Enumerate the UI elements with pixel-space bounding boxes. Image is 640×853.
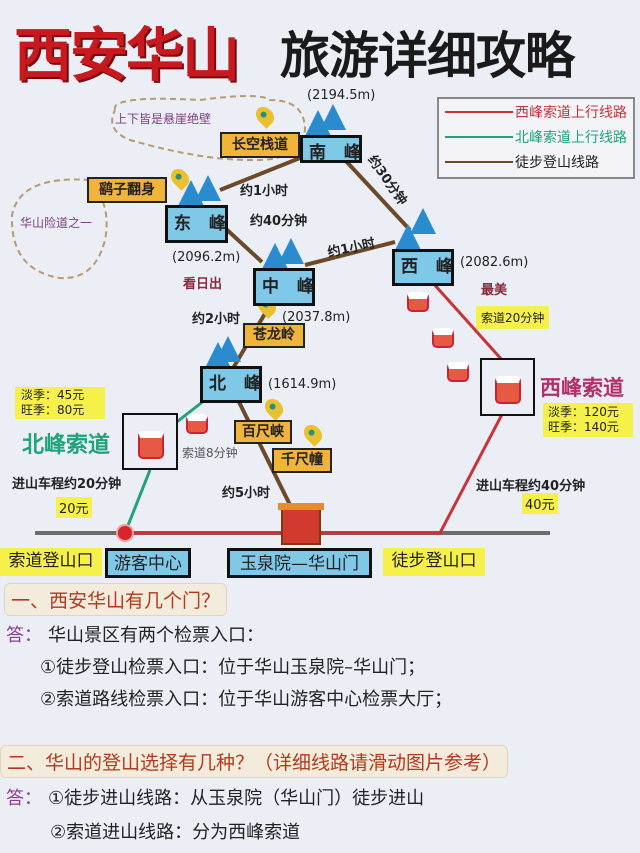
west-cable-price: 淡季：120元旺季：140元 (543, 403, 633, 437)
spot-changkong[interactable]: 长空栈道 (220, 132, 300, 158)
cable-car-icon (432, 328, 454, 348)
cable-car-icon (407, 292, 429, 312)
cable-car-icon (186, 414, 208, 434)
legend-item-hike: 徒步登山线路 (439, 149, 633, 174)
mountain-icon (278, 238, 304, 264)
peak-middle-altitude: (2037.8m) (282, 310, 351, 325)
peak-south-altitude: (2194.5m) (307, 88, 376, 103)
peak-middle[interactable]: 中 峰 (253, 268, 315, 306)
hike-entry-label: 徒步登山口 (383, 548, 485, 576)
north-cable-price: 淡季：45元旺季：80元 (15, 387, 105, 419)
spot-canglong[interactable]: 苍龙岭 (243, 323, 305, 348)
q2-line2: ②索道进山线路：分为西峰索道 (50, 822, 301, 843)
north-bus-fare: 20元 (56, 497, 92, 518)
q2-answer-label: 答： (6, 788, 42, 809)
west-cable-peakseason: 旺季：140元 (548, 420, 619, 434)
q1-answer-label: 答： (6, 625, 42, 646)
q2-line1: ①徒步进山线路：从玉泉院（华山门）徒步进山 (48, 788, 425, 809)
legend-label: 西峰索道上行线路 (515, 104, 627, 121)
north-bus-time: 进山车程约20分钟 (12, 477, 122, 492)
cliff-loop (111, 95, 307, 162)
peak-west-note: 最美 (481, 283, 508, 298)
title-black: 旅游详细攻略 (280, 27, 575, 85)
cable-car-icon (122, 413, 178, 470)
q2-heading: 二、华山的登山选择有几种？（详细线路请滑动图片参考） (0, 745, 509, 778)
peak-south[interactable]: 南 峰 (300, 135, 362, 163)
visitor-center-label[interactable]: 游客中心 (105, 548, 191, 578)
cliff-note: 上下皆是悬崖绝壁 (115, 112, 212, 126)
gate-label[interactable]: 玉泉院—华山门 (227, 548, 372, 578)
blur-overlay (440, 780, 640, 853)
time-north-gate: 约5小时 (222, 486, 271, 501)
spot-yaozi[interactable]: 鹞子翻身 (87, 177, 167, 203)
q1-line1: ①徒步登山检票入口：位于华山玉泉院–华山门； (40, 657, 426, 678)
legend-label: 徒步登山线路 (515, 154, 599, 171)
q1-answer: 华山景区有两个检票入口： (48, 625, 264, 646)
west-bus-fare: 40元 (522, 493, 558, 514)
legend-label: 北峰索道上行线路 (515, 129, 627, 146)
peak-west-altitude: (2082.6m) (460, 255, 529, 270)
legend-line (445, 160, 513, 163)
q1-line2: ②索道路线检票入口：位于华山游客中心检票大厅； (40, 689, 453, 710)
spot-qianchi[interactable]: 千尺幢 (272, 448, 332, 473)
peak-north-altitude: (1614.9m) (268, 377, 337, 392)
spot-baichi[interactable]: 百尺峡 (234, 420, 292, 444)
cable-car-icon (480, 358, 535, 416)
west-bus-time: 进山车程约40分钟 (476, 479, 586, 494)
legend-line (445, 135, 513, 138)
cable-entry-label: 索道登山口 (0, 548, 102, 576)
danger-loop (10, 178, 108, 280)
time-middle-north: 约2小时 (192, 312, 241, 327)
time-east-middle: 约40分钟 (250, 214, 308, 229)
peak-east-note: 看日出 (183, 277, 223, 292)
visitor-center-dot (116, 524, 134, 542)
north-cable-name: 北峰索道 (22, 433, 111, 458)
gate-icon (278, 503, 324, 545)
peak-west[interactable]: 西 峰 (392, 249, 454, 286)
north-cable-ride: 索道8分钟 (182, 446, 238, 460)
west-cable-name: 西峰索道 (540, 376, 624, 400)
time-east-south: 约1小时 (240, 184, 289, 199)
west-cable-ride: 索道20分钟 (476, 306, 550, 329)
mountain-icon (320, 104, 346, 130)
north-cable-offseason: 淡季：45元 (21, 388, 85, 402)
mountain-icon (195, 175, 221, 201)
peak-east-altitude: (2096.2m) (172, 250, 241, 265)
q1-heading: 一、西安华山有几个门？ (4, 583, 228, 616)
title-red: 西安华山 (14, 21, 240, 89)
mountain-icon (410, 208, 436, 234)
peak-north[interactable]: 北 峰 (200, 366, 262, 403)
legend: 西峰索道上行线路 北峰索道上行线路 徒步登山线路 (437, 97, 635, 179)
legend-item-west: 西峰索道上行线路 (439, 99, 633, 124)
west-cable-offseason: 淡季：120元 (548, 405, 619, 419)
north-cable-peakseason: 旺季：80元 (21, 403, 85, 417)
peak-east[interactable]: 东 峰 (165, 205, 228, 243)
danger-note: 华山险道之一 (20, 216, 93, 230)
cable-car-icon (447, 362, 469, 382)
legend-item-north: 北峰索道上行线路 (439, 124, 633, 149)
legend-line (445, 110, 513, 113)
mountain-icon (215, 336, 241, 362)
